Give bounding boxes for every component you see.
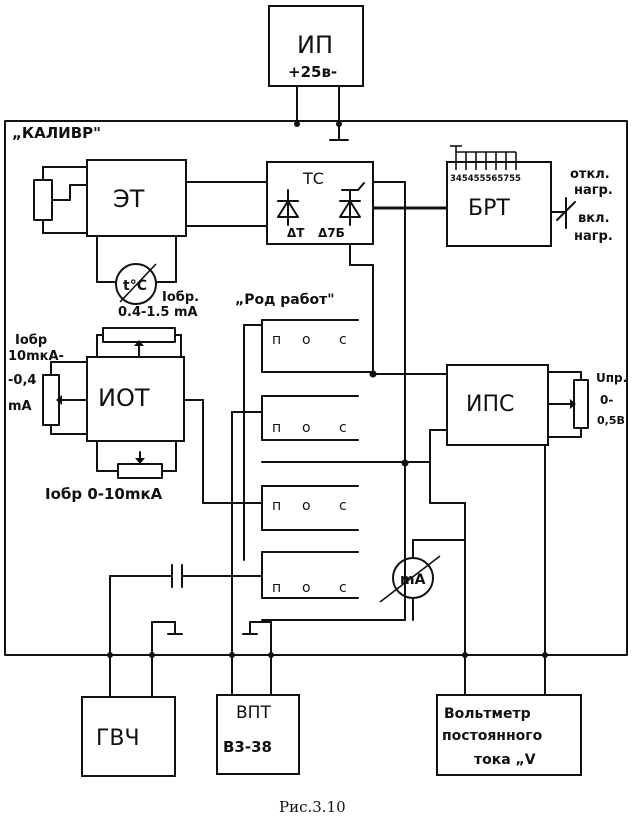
- switch-row-1-n: п: [272, 332, 281, 348]
- switch-row-3-o: о: [302, 498, 311, 514]
- power-supply-block: ИП +25в-: [268, 5, 364, 87]
- device-enclosure: [4, 120, 628, 656]
- switch-row-3-c: с: [339, 498, 347, 514]
- ma-meter-label: mA: [400, 572, 426, 588]
- iobr-top-label-2: 0.4-1.5 mA: [118, 305, 198, 320]
- iot-bottom-resistor: [117, 463, 163, 479]
- iobr-left-label-3: -0,4: [8, 373, 36, 388]
- tc-diode-left-label: ΔТ: [287, 226, 305, 240]
- temperature-meter-label: t°C: [123, 278, 147, 294]
- et-block: ЭТ: [86, 159, 187, 237]
- switch-row-2-o: о: [302, 420, 311, 436]
- et-label: ЭТ: [113, 185, 145, 213]
- load-on-label-1: вкл.: [578, 211, 610, 226]
- iobr-left-label-2: 10mкА-: [8, 349, 64, 364]
- power-supply-label: ИП: [297, 31, 333, 59]
- vpt-label: ВПТ: [236, 703, 271, 723]
- load-off-label-1: откл.: [570, 167, 610, 182]
- switch-row-1-c: с: [339, 332, 347, 348]
- upr-label-3: 0,5В: [597, 414, 625, 427]
- switch-row-4-n: п: [272, 580, 281, 596]
- iobr-bottom-label: Iобр 0-10mкА: [45, 485, 163, 503]
- voltmeter-block: Вольтметр постоянного тока „V: [436, 694, 582, 776]
- device-title: „КАЛИВР": [12, 124, 101, 142]
- ips-label: ИПС: [466, 392, 514, 417]
- switch-row-2-n: п: [272, 420, 281, 436]
- tc-diode-right-label: Δ7Б: [318, 226, 345, 240]
- vpt-block: ВПТ В3-38: [216, 694, 300, 775]
- load-on-label-2: нагр.: [574, 229, 613, 244]
- voltmeter-line-1: Вольтметр: [444, 706, 531, 722]
- switch-row-2-c: с: [339, 420, 347, 436]
- iot-top-resistor: [102, 327, 176, 343]
- load-off-label-2: нагр.: [574, 183, 613, 198]
- tc-label: ТС: [302, 169, 324, 188]
- et-resistor: [33, 179, 53, 221]
- ips-block: ИПС: [446, 364, 549, 446]
- gvch-label: ГВЧ: [96, 726, 140, 751]
- switch-row-4-o: о: [302, 580, 311, 596]
- figure-caption: Рис.3.10: [279, 798, 346, 816]
- switch-row-1-o: о: [302, 332, 311, 348]
- temperature-meter: [115, 263, 157, 305]
- iobr-top-label-1: Iобр.: [162, 290, 199, 305]
- vpt-model: В3-38: [223, 738, 272, 756]
- brt-label: БРТ: [468, 196, 510, 221]
- iot-block: ИОТ: [86, 356, 185, 442]
- switch-row-3-n: п: [272, 498, 281, 514]
- diode-left-icon: [277, 189, 299, 226]
- ips-potentiometer: [573, 379, 589, 429]
- brt-pins-label: 345455565755: [450, 174, 521, 184]
- capacitor-icon: [109, 564, 263, 588]
- iobr-left-label-4: mА: [8, 399, 32, 414]
- switch-row-4-c: с: [339, 580, 347, 596]
- gvch-block: ГВЧ: [81, 696, 176, 777]
- upr-label-2: 0-: [600, 393, 613, 407]
- mode-switch-title: „Род работ": [235, 292, 335, 308]
- brt-connector-pins: [450, 145, 517, 170]
- load-switch-icon: [550, 197, 576, 229]
- voltmeter-line-2: постоянного: [442, 728, 543, 744]
- brt-block: БРТ 345455565755: [446, 161, 552, 247]
- power-supply-voltage: +25в-: [288, 63, 337, 81]
- voltmeter-line-3: тока „V: [474, 752, 536, 768]
- diode-right-icon: [339, 189, 361, 226]
- iot-label: ИОТ: [98, 384, 150, 412]
- mode-switch[interactable]: п о с п о с п о с п о с: [261, 319, 406, 621]
- iobr-left-label-1: Iобр: [15, 333, 47, 348]
- tc-block: ТС ΔТ Δ7Б: [266, 161, 374, 245]
- upr-label-1: Uпр.: [596, 371, 627, 385]
